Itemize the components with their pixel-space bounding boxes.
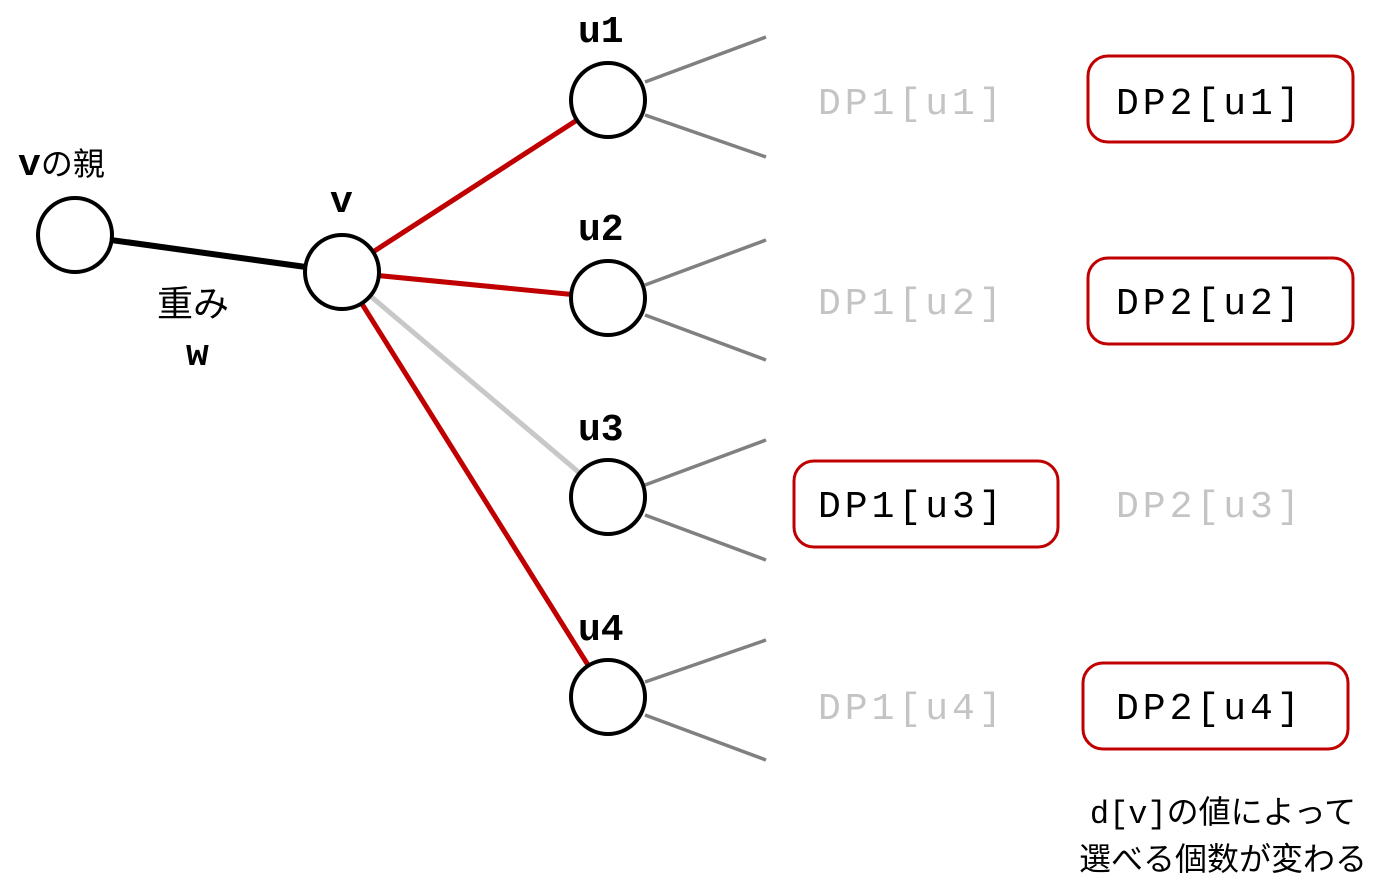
node-parent bbox=[36, 196, 114, 274]
node-u4 bbox=[569, 658, 647, 736]
u3-node-label: u3 bbox=[578, 409, 624, 452]
weight-label-var: w bbox=[186, 334, 209, 377]
dp1-label-u4: DP1[u4] bbox=[818, 688, 1006, 731]
selection-note: d[v]の値によって 選べる個数が変わる bbox=[1058, 790, 1388, 880]
edge-v-u1 bbox=[340, 97, 610, 275]
parent-label-var: v bbox=[18, 144, 41, 187]
edge-v-u4 bbox=[339, 270, 611, 699]
node-u1 bbox=[569, 61, 647, 139]
u2-node-label: u2 bbox=[578, 209, 624, 252]
dp-selected-box-u2 bbox=[1086, 256, 1355, 346]
parent-label-suffix: の親 bbox=[41, 145, 105, 183]
v-node-label: v bbox=[330, 181, 353, 224]
subtree-stub bbox=[644, 638, 767, 684]
subtree-stub bbox=[644, 713, 767, 762]
dp1-label-u2: DP1[u2] bbox=[818, 283, 1006, 326]
subtree-stub bbox=[644, 35, 767, 84]
parent-node-label: vの親 bbox=[18, 144, 105, 187]
subtree-stub bbox=[644, 513, 767, 562]
edge-v-u3 bbox=[340, 270, 610, 499]
subtree-stub bbox=[644, 313, 767, 362]
node-u3 bbox=[569, 458, 647, 536]
node-v bbox=[303, 233, 381, 311]
note-line-2: 選べる個数が変わる bbox=[1078, 840, 1367, 878]
dp2-label-u2: DP2[u2] bbox=[1116, 283, 1304, 326]
parent-edge bbox=[74, 232, 343, 275]
dp2-label-u1: DP2[u1] bbox=[1116, 83, 1304, 126]
u1-node-label: u1 bbox=[578, 11, 624, 54]
node-u2 bbox=[569, 259, 647, 337]
subtree-stubs bbox=[644, 35, 767, 762]
note-code: d[v] bbox=[1089, 796, 1167, 833]
u4-node-label: u4 bbox=[578, 609, 624, 652]
dp2-label-u4: DP2[u4] bbox=[1116, 688, 1304, 731]
dp1-label-u1: DP1[u1] bbox=[818, 83, 1006, 126]
edge-v-u2 bbox=[341, 269, 609, 301]
subtree-stub bbox=[644, 438, 767, 487]
dp-selected-box-u3 bbox=[792, 459, 1060, 549]
dp2-label-u3: DP2[u3] bbox=[1116, 486, 1304, 529]
note-line-1: d[v]の値によって bbox=[1058, 790, 1388, 837]
note-text-1: の値によって bbox=[1166, 793, 1357, 831]
dp-selected-box-u1 bbox=[1086, 54, 1355, 144]
dp1-label-u3: DP1[u3] bbox=[818, 486, 1006, 529]
dp-selected-box-u4 bbox=[1081, 661, 1350, 751]
weight-label-jp: 重み bbox=[157, 284, 229, 325]
subtree-stub bbox=[644, 238, 767, 287]
subtree-stub bbox=[644, 113, 767, 159]
